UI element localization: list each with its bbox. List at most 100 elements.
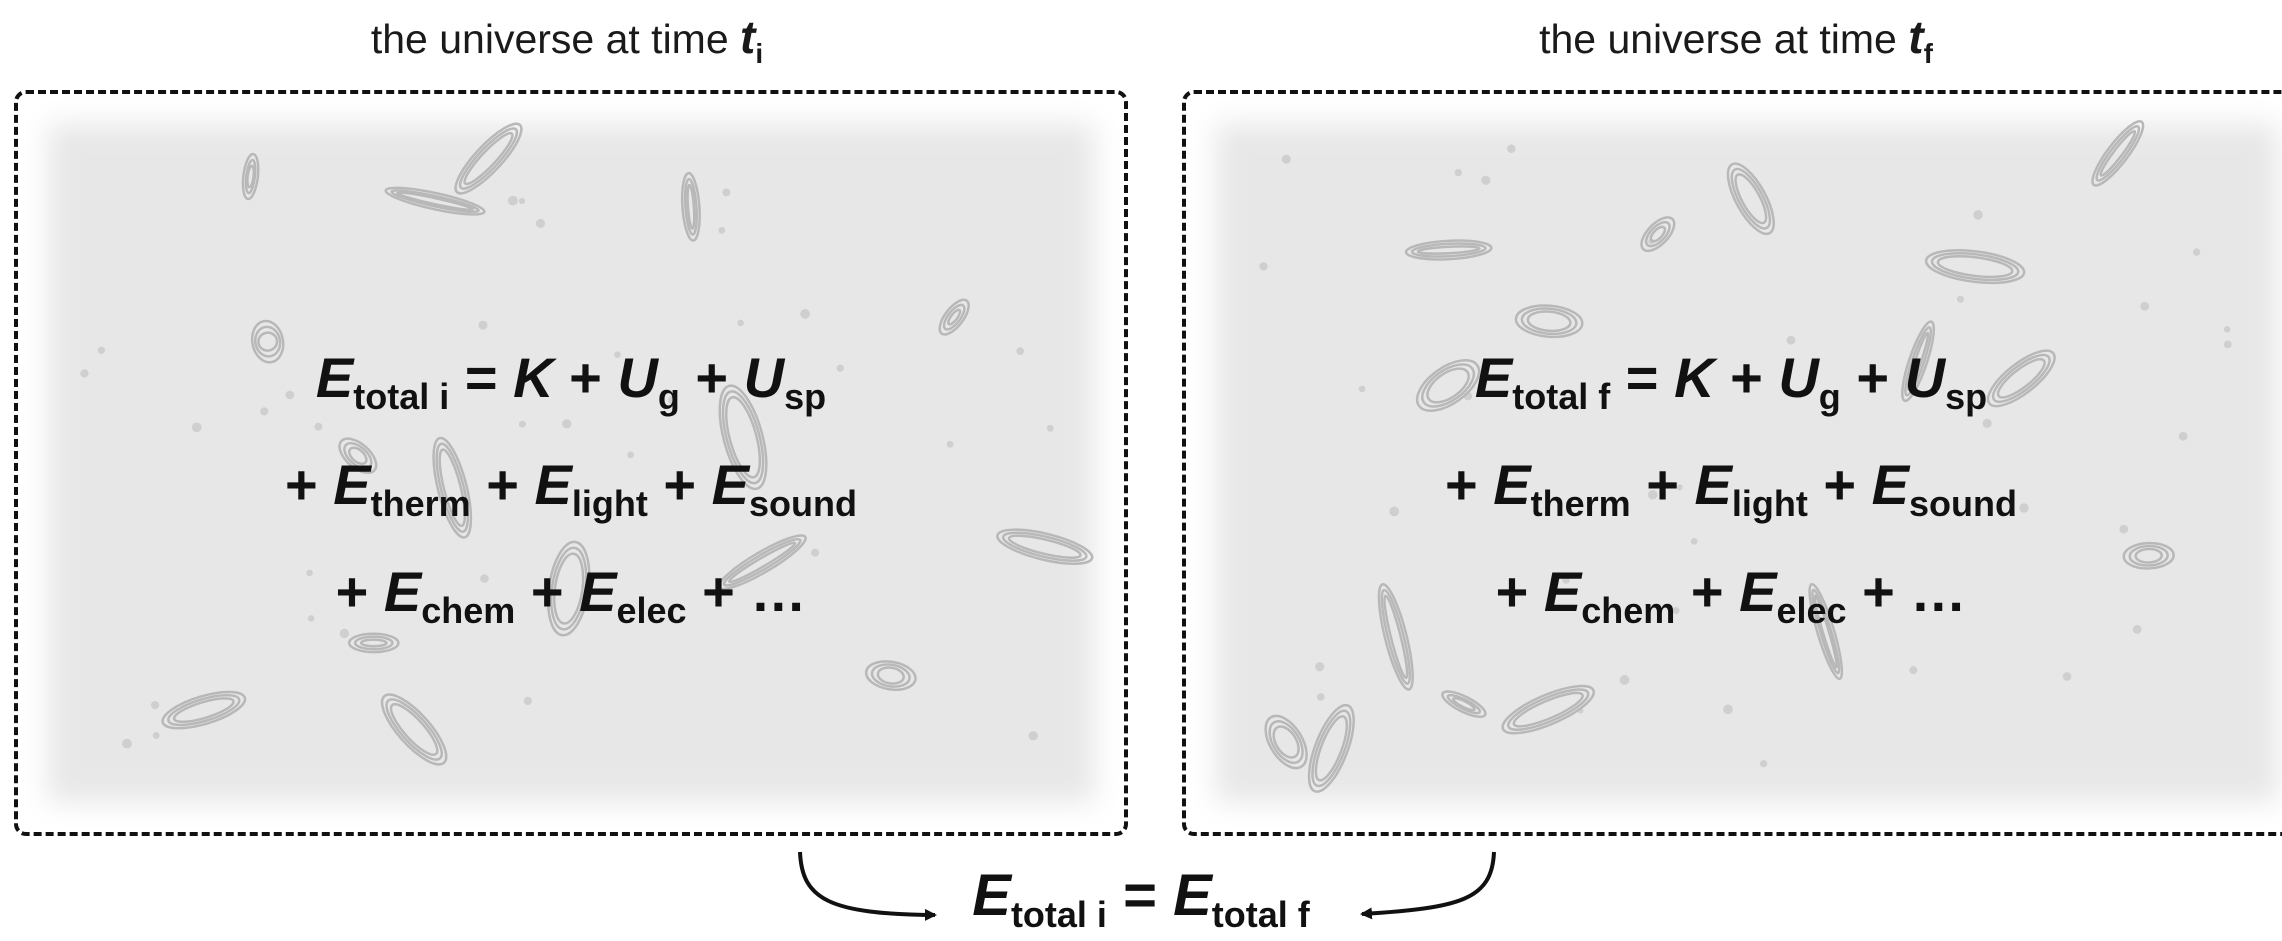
star-dot xyxy=(722,188,731,197)
operator: … xyxy=(1910,560,1967,623)
energy-term-subscript: light xyxy=(571,483,648,524)
star-dot xyxy=(1982,418,1992,428)
galaxy-icon xyxy=(680,171,701,242)
star-dot xyxy=(1690,537,1698,545)
galaxy-icon xyxy=(1924,249,2026,285)
star-dot xyxy=(2223,325,2231,333)
operator: + xyxy=(486,453,519,516)
operator: = xyxy=(464,346,498,409)
galaxy-icon xyxy=(384,186,486,216)
star-dot xyxy=(1723,704,1733,715)
energy-term-subscript: total f xyxy=(1512,376,1611,417)
star-dot xyxy=(1454,168,1462,177)
galaxy-icon xyxy=(718,384,768,491)
energy-term-symbol: U xyxy=(617,346,658,409)
star-dot xyxy=(836,364,844,372)
galaxy-icon xyxy=(1640,216,1676,253)
galaxy-icon xyxy=(432,436,473,539)
energy-term-subscript: sound xyxy=(1909,483,2017,524)
operator: + xyxy=(335,560,369,623)
star-dot xyxy=(558,498,565,506)
star-dot xyxy=(507,195,518,206)
operator: = xyxy=(1625,346,1659,409)
energy-term-symbol: E xyxy=(1493,453,1531,516)
energy-term-subscript: therm xyxy=(370,483,471,524)
energy-term-symbol: E xyxy=(711,453,750,516)
galaxy-icon xyxy=(338,437,378,475)
star-dot xyxy=(2119,524,2129,534)
space-haze xyxy=(1215,123,2279,803)
galaxy-icon xyxy=(250,319,285,364)
equation-line: + Etherm + Elight + Esound xyxy=(18,441,1124,548)
energy-term-symbol: U xyxy=(1904,346,1946,409)
space-background-initial xyxy=(47,122,1095,803)
space-haze xyxy=(47,123,1095,803)
energy-term-symbol: K xyxy=(513,346,554,409)
galaxy-icon xyxy=(546,540,591,637)
star-dot xyxy=(480,574,489,583)
energy-term-subscript: sound xyxy=(749,483,857,524)
operator: + xyxy=(1862,560,1895,623)
operator: + xyxy=(1495,560,1529,623)
star-dot xyxy=(1562,576,1570,584)
star-dot xyxy=(2223,340,2232,349)
star-dot xyxy=(562,419,572,429)
galaxy-icon xyxy=(1307,703,1355,793)
operator: + xyxy=(1445,453,1478,516)
galaxy-icon xyxy=(2122,541,2175,570)
energy-term-symbol: E xyxy=(1543,560,1582,623)
star-dot xyxy=(1672,607,1680,615)
energy-term-symbol: E xyxy=(333,453,371,516)
energy-term-symbol: E xyxy=(534,453,572,516)
title-final: the universe at time tf xyxy=(1539,10,1933,70)
galaxy-icon xyxy=(864,660,917,691)
energy-term-subscript: total i xyxy=(1010,894,1107,935)
operator: + xyxy=(1856,346,1890,409)
energy-term-subscript: g xyxy=(1818,376,1841,417)
galaxy-icon xyxy=(1264,714,1308,770)
star-dot xyxy=(518,198,526,205)
star-dot xyxy=(1956,295,1964,303)
star-dot xyxy=(1315,662,1325,672)
star-dot xyxy=(1507,144,1516,153)
equation-line: Etotal f = K + Ug + Usp xyxy=(1186,334,2276,441)
star-dot xyxy=(627,451,634,459)
energy-equation-final: Etotal f = K + Ug + Usp+ Etherm + Elight… xyxy=(1186,334,2276,655)
galaxy-icon xyxy=(454,122,523,195)
title-final-sub: f xyxy=(1923,38,1933,69)
energy-term-symbol: E xyxy=(1739,560,1777,623)
panel-universe-initial: Etotal i = K + Ug + Usp+ Etherm + Elight… xyxy=(14,90,1128,836)
star-dot xyxy=(1028,731,1038,741)
galaxy-icon xyxy=(161,690,247,730)
galaxy-icon xyxy=(996,528,1094,565)
title-initial-sub: i xyxy=(755,38,764,69)
star-dot xyxy=(1786,335,1796,345)
star-dot xyxy=(2062,672,2072,681)
equation-line: + Echem + Eelec + … xyxy=(1186,548,2276,655)
energy-term-symbol: E xyxy=(383,560,422,623)
operator: + xyxy=(285,453,318,516)
star-dot xyxy=(614,351,621,358)
star-dot xyxy=(1016,347,1025,355)
equation-line: + Etherm + Elight + Esound xyxy=(1186,441,2276,548)
star-dot xyxy=(80,369,89,378)
star-dot xyxy=(152,731,160,739)
operator: + xyxy=(695,346,729,409)
star-dot xyxy=(2140,301,2150,311)
energy-term-subscript: chem xyxy=(1581,590,1676,631)
galaxy-icon xyxy=(380,693,448,766)
star-dot xyxy=(2192,248,2201,256)
energy-term-symbol: E xyxy=(579,560,617,623)
star-dot xyxy=(307,615,315,622)
star-dot xyxy=(668,395,678,405)
operator: … xyxy=(750,560,807,623)
galaxy-icon xyxy=(241,152,260,201)
galaxy-icon xyxy=(1986,349,2056,408)
title-final-text: the universe at time xyxy=(1539,16,1897,62)
star-dot xyxy=(946,440,954,448)
energy-term-subscript: elec xyxy=(1776,590,1847,631)
galaxy-icon xyxy=(1415,359,1481,412)
star-dot xyxy=(285,390,295,400)
energy-term-symbol: E xyxy=(1694,453,1732,516)
title-initial: the universe at time ti xyxy=(371,10,763,70)
